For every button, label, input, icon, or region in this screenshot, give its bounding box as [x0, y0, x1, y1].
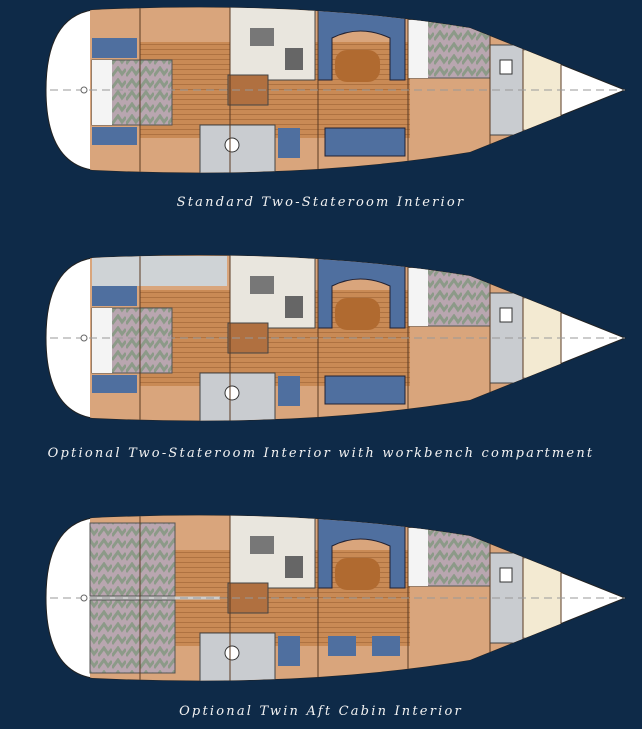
caption-twin-aft: Optional Twin Aft Cabin Interior — [179, 704, 463, 719]
saloon-settee-upper — [317, 7, 406, 81]
aft-seat — [92, 38, 137, 58]
toilet — [224, 137, 240, 153]
galley-sink — [250, 536, 274, 554]
rudder-post — [80, 86, 88, 94]
saloon-table — [335, 298, 380, 330]
saloon-chair — [372, 636, 400, 656]
pillows — [408, 528, 428, 586]
galley-sink — [250, 28, 274, 46]
floor-plan-twin-aft — [45, 514, 627, 682]
toilet — [499, 59, 513, 75]
saloon-table — [335, 50, 380, 82]
caption-standard: Standard Two-Stateroom Interior — [176, 195, 466, 210]
rudder-post — [80, 334, 88, 342]
aft-seat — [92, 375, 137, 393]
workbench-compartment — [92, 256, 227, 286]
rudder-post — [80, 594, 88, 602]
nav-seat — [278, 128, 300, 158]
saloon-settee-lower — [324, 127, 406, 157]
aft-seat — [92, 286, 137, 306]
pillows — [408, 20, 428, 78]
pillows — [408, 268, 428, 326]
caption-workbench: Optional Two-Stateroom Interior with wor… — [47, 446, 595, 461]
saloon-settee-upper — [317, 515, 406, 589]
pillows — [92, 308, 112, 373]
toilet — [499, 307, 513, 323]
aft-seat — [92, 127, 137, 145]
aft-cabin-port-berth — [89, 522, 176, 597]
toilet — [224, 645, 240, 661]
galley-stove — [285, 48, 303, 70]
galley-sink — [250, 276, 274, 294]
pillows — [92, 60, 112, 125]
nav-seat — [278, 636, 300, 666]
floor-plan-workbench — [45, 254, 627, 422]
saloon-settee-lower — [324, 375, 406, 405]
nav-seat — [278, 376, 300, 406]
floor-plan-standard — [45, 6, 627, 174]
aft-cabin-starboard-berth — [89, 599, 176, 674]
saloon-table — [335, 558, 380, 590]
galley-stove — [285, 556, 303, 578]
galley-stove — [285, 296, 303, 318]
toilet — [499, 567, 513, 583]
saloon-chair — [328, 636, 356, 656]
toilet — [224, 385, 240, 401]
saloon-settee-upper — [317, 255, 406, 329]
